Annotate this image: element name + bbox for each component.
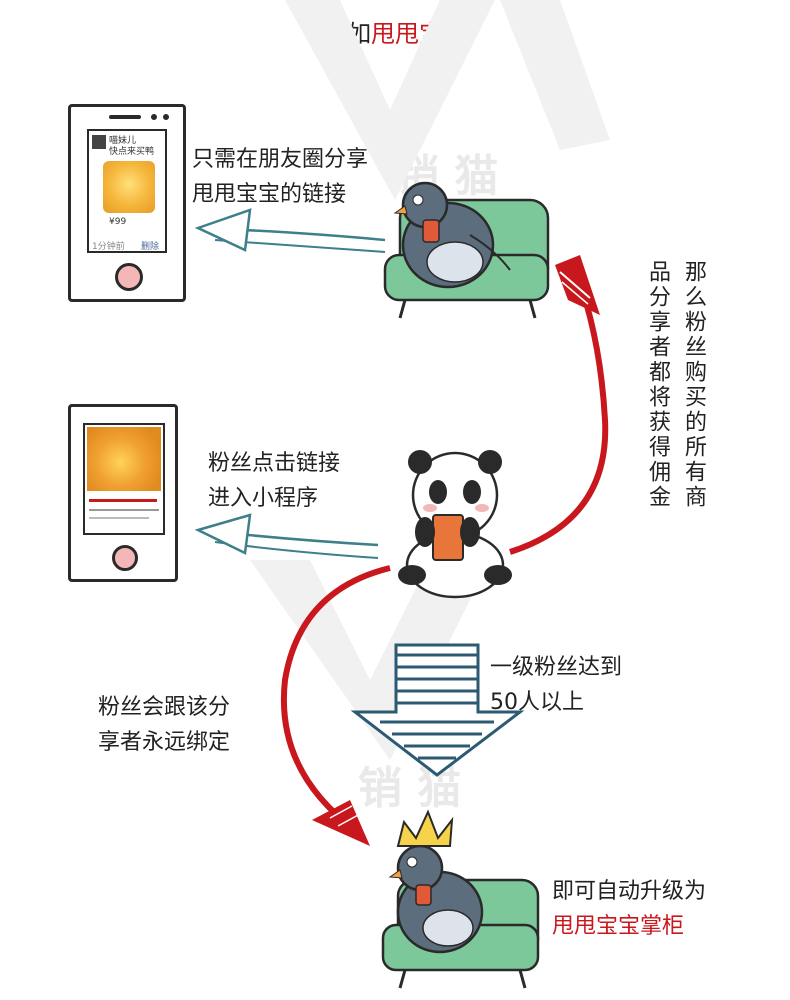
step2-caption: 粉丝点击链接 进入小程序 [208, 446, 340, 516]
share-arrow-2 [194, 513, 379, 559]
phone-2-screen [83, 423, 165, 535]
phone-speaker [109, 115, 141, 119]
home-button [115, 263, 143, 291]
crown-icon [396, 809, 454, 847]
vertical-note-col1: 那么粉丝购买的所有商 [681, 260, 706, 510]
step4-line2: 50人以上 [490, 690, 584, 715]
result-caption: 即可自动升级为 甩甩宝宝掌柜 [552, 874, 706, 944]
step1-line2: 甩甩宝宝的链接 [192, 182, 347, 207]
watermark-bottom: 销 猫 [358, 763, 462, 814]
step2-line2: 进入小程序 [208, 486, 319, 511]
step3-line1: 粉丝会跟该分 [98, 695, 231, 720]
product-image-2 [87, 427, 161, 491]
step2-line1: 粉丝点击链接 [208, 451, 341, 476]
watermark-logo [250, 0, 610, 760]
panda-illustration [398, 450, 512, 599]
curved-arrow-up [509, 255, 609, 555]
phone-camera [151, 114, 157, 120]
pigeon-with-crown-illustration [381, 809, 540, 989]
smartphone-icon-2 [68, 404, 178, 582]
product-desc-line2 [89, 517, 149, 519]
post-tagline: 快点来买鸭 [109, 147, 155, 157]
step4-caption: 一级粉丝达到 50人以上 [490, 650, 622, 720]
vertical-note-col2: 品分享者都将获得佣金 [645, 260, 670, 510]
avatar [92, 135, 106, 149]
down-arrow-icon [350, 643, 525, 777]
curved-arrow-down [280, 565, 391, 846]
post-username: 喵妹儿 [109, 136, 137, 146]
smartphone-icon: 喵妹儿 快点来买鸭 ¥99 1分钟前 删除 [68, 104, 186, 302]
post-price: ¥99 [109, 217, 127, 227]
post-delete-link: 删除 [141, 242, 160, 252]
step4-line1: 一级粉丝达到 [490, 655, 623, 680]
post-time: 1分钟前 [92, 242, 125, 252]
result-line2: 甩甩宝宝掌柜 [552, 914, 685, 939]
share-arrow-1 [194, 208, 386, 253]
step3-caption: 粉丝会跟该分 享者永远绑定 [98, 690, 230, 760]
product-desc-line1 [89, 509, 159, 511]
step3-line2: 享者永远绑定 [98, 730, 231, 755]
home-button-2 [112, 545, 138, 571]
product-image [103, 161, 155, 213]
phone-sensor [163, 114, 169, 120]
product-meta-line [89, 499, 157, 502]
pigeon-on-sofa-illustration [383, 181, 550, 319]
result-line1: 即可自动升级为 [552, 879, 707, 904]
step1-caption: 只需在朋友圈分享 甩甩宝宝的链接 [192, 142, 368, 212]
step1-line1: 只需在朋友圈分享 [192, 147, 369, 172]
phone-screen: 喵妹儿 快点来买鸭 ¥99 1分钟前 删除 [87, 129, 167, 253]
